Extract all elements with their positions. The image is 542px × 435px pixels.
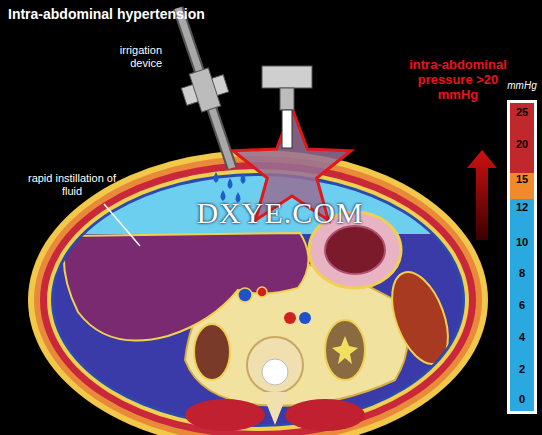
liver — [64, 233, 309, 341]
spleen — [381, 265, 459, 372]
scale-value: 8 — [507, 267, 537, 280]
artery — [257, 287, 267, 297]
scale-value: 15 — [507, 173, 537, 186]
scale-value: 25 — [507, 106, 537, 119]
leader-line — [104, 204, 140, 246]
irrigation-connector — [178, 64, 232, 116]
scale-frame — [507, 100, 537, 414]
fascia — [47, 169, 469, 431]
unit-label: mmHg — [502, 80, 542, 92]
pressure-label: intra-abdominal pressure >20 mmHg — [398, 58, 518, 103]
irrigation-tube — [178, 8, 232, 168]
kidney — [194, 324, 230, 380]
skin — [28, 150, 488, 435]
fluid-label: rapid instillation of fluid — [20, 172, 124, 197]
back-muscle — [185, 399, 265, 431]
gauge-head — [262, 66, 312, 88]
scale-value: 0 — [507, 393, 537, 406]
gauge-probe — [282, 110, 292, 148]
muscle-wall — [40, 162, 476, 435]
subcutis — [34, 156, 482, 435]
rising-arrow — [467, 150, 497, 240]
renal-pelvis — [332, 336, 358, 364]
vein — [238, 288, 252, 302]
vertebra — [247, 337, 303, 393]
scale-value: 2 — [507, 363, 537, 376]
scale-value: 20 — [507, 138, 537, 151]
back-muscle — [285, 399, 365, 431]
scale-value: 4 — [507, 331, 537, 344]
scale-value: 6 — [507, 299, 537, 312]
device-label: irrigation device — [92, 44, 162, 69]
vena-cava — [299, 312, 311, 324]
stomach-lumen — [325, 226, 385, 274]
spinous-process — [262, 392, 288, 425]
irrigation-tube — [178, 8, 232, 168]
scale-value: 12 — [507, 201, 537, 214]
diagram-title: Intra-abdominal hypertension — [8, 6, 205, 22]
scale-value: 10 — [507, 236, 537, 249]
watermark: DXYE.COM — [150, 196, 410, 231]
gauge-stem — [280, 88, 294, 110]
peritoneum — [51, 173, 465, 427]
kidney — [325, 320, 365, 380]
aorta — [284, 312, 296, 324]
vertebral-body — [262, 359, 288, 385]
